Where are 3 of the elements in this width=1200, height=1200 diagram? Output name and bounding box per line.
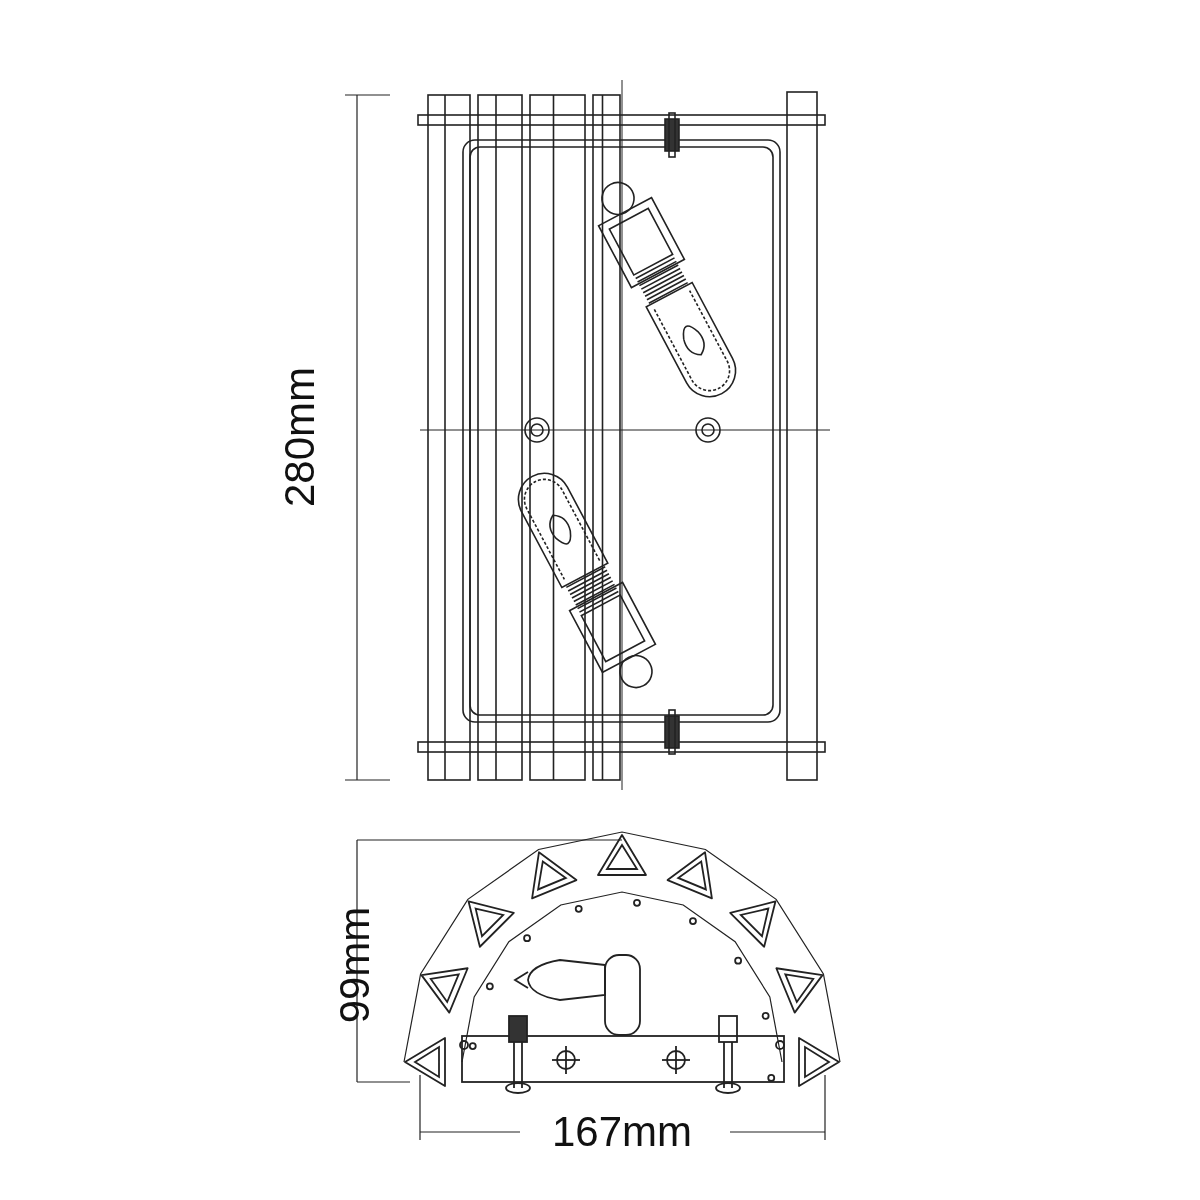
dimension-label: 99mm	[334, 906, 376, 1024]
dimension-label: 167mm	[551, 1111, 693, 1153]
dimension-label: 280mm	[279, 366, 321, 508]
